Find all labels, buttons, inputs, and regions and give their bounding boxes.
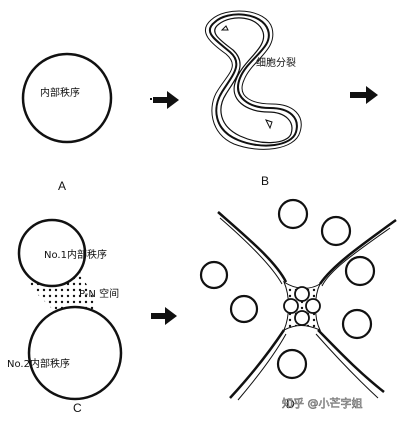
cell-no2-label: No.2内部秩序	[7, 357, 70, 370]
panel-a-label: 内部秩序	[40, 86, 80, 99]
arrow-right-icon	[151, 307, 177, 325]
watermark: 知乎 @小芒字姐	[282, 396, 363, 410]
dividing-cell-outline	[204, 10, 302, 150]
arrow-right-icon	[150, 91, 179, 109]
pn-space-label: P-N 空间	[79, 287, 119, 300]
cell-no2	[27, 305, 123, 401]
cell-circle	[21, 52, 113, 144]
panel-a: 内部秩序 A	[21, 52, 113, 193]
boundary-lines	[217, 211, 397, 401]
panel-c: No.1内部秩序 P-N 空间 No.2内部秩序 C	[7, 218, 123, 415]
arrow-right-icon	[350, 86, 378, 104]
panel-b: 细胞分裂 B	[204, 10, 302, 188]
cell-no1	[17, 218, 87, 288]
center-region	[282, 280, 322, 332]
panel-a-letter: A	[58, 179, 66, 193]
outer-cells	[199, 198, 376, 380]
panel-c-letter: C	[73, 401, 82, 415]
panel-b-label: 细胞分裂	[256, 56, 296, 69]
center-cells	[283, 286, 321, 326]
panel-d: D	[199, 198, 397, 411]
cell-no1-label: No.1内部秩序	[44, 248, 107, 261]
panel-d-letter: D	[286, 397, 295, 411]
panel-b-letter: B	[261, 174, 269, 188]
